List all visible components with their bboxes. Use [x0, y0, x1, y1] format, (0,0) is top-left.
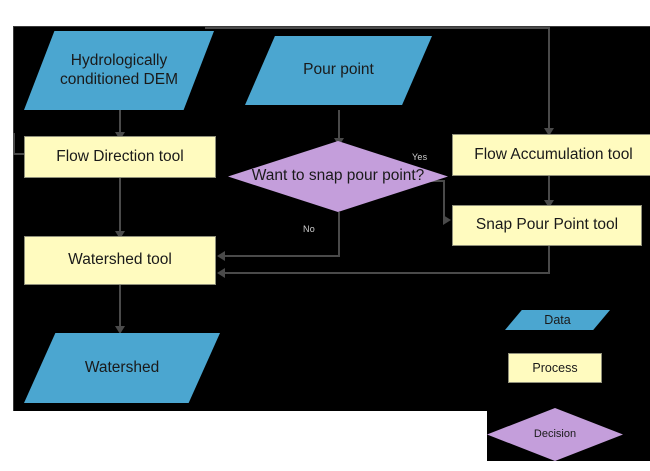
arrowhead-no-to-watershedtool — [217, 251, 225, 261]
node-label: Pour point — [303, 61, 374, 79]
arrowhead-snaptool-to-watershedtool — [217, 268, 225, 278]
node-label: Flow Accumulation tool — [474, 145, 633, 163]
legend-label-decision: Decision — [533, 428, 577, 441]
node-watershed-output[interactable]: Watershed — [24, 333, 220, 403]
connector-top-to-flowaccumulation — [205, 27, 550, 29]
node-snap-pour-point-tool[interactable]: Snap Pour Point tool — [452, 205, 642, 246]
connector-flowdirection-to-watershedtool — [119, 178, 121, 233]
connector-flowaccum-to-snaptool — [548, 176, 550, 202]
node-label: Want to snap pour point? — [251, 167, 425, 185]
node-flow-accumulation-tool[interactable]: Flow Accumulation tool — [452, 134, 650, 176]
node-watershed-tool[interactable]: Watershed tool — [24, 236, 216, 285]
node-pour-point[interactable]: Pour point — [245, 36, 432, 105]
connector-snaptool-vertical — [548, 246, 550, 274]
legend-label-data: Data — [544, 312, 571, 327]
node-hydrologically-conditioned-dem[interactable]: Hydrologically conditioned DEM — [24, 31, 214, 110]
connector-yes-vertical — [443, 180, 445, 220]
node-label: Watershed — [84, 358, 160, 376]
connector-no-horizontal — [225, 255, 340, 257]
connector-left-stub-horizontal — [13, 153, 25, 155]
node-label: Snap Pour Point tool — [475, 216, 619, 234]
edge-label-no: No — [303, 224, 315, 234]
node-label: Watershed tool — [68, 251, 172, 269]
arrowhead-flowaccum-to-snaptool — [544, 200, 554, 208]
connector-left-stub-vertical — [13, 133, 15, 155]
arrowhead-watershedtool-to-output — [115, 326, 125, 334]
connector-snaptool-horizontal — [225, 272, 550, 274]
legend-item-data: Data — [505, 310, 610, 330]
legend-item-process: Process — [508, 353, 602, 383]
node-label: Flow Direction tool — [56, 147, 184, 165]
edge-label-yes: Yes — [412, 152, 428, 162]
arrowhead-to-flowaccumulation — [544, 128, 554, 136]
node-label: Hydrologically conditioned DEM — [59, 52, 179, 88]
legend-label-process: Process — [532, 360, 578, 375]
arrowhead-flowdirection-to-watershedtool — [115, 231, 125, 239]
arrowhead-yes-to-snaptool — [443, 215, 451, 225]
connector-pourpoint-to-decision — [338, 110, 340, 140]
connector-down-to-flowaccumulation — [548, 27, 550, 130]
connector-dem-to-flowdirection — [119, 110, 121, 134]
connector-no-vertical — [338, 212, 340, 256]
connector-watershedtool-to-output — [119, 285, 121, 328]
node-flow-direction-tool[interactable]: Flow Direction tool — [24, 136, 216, 178]
